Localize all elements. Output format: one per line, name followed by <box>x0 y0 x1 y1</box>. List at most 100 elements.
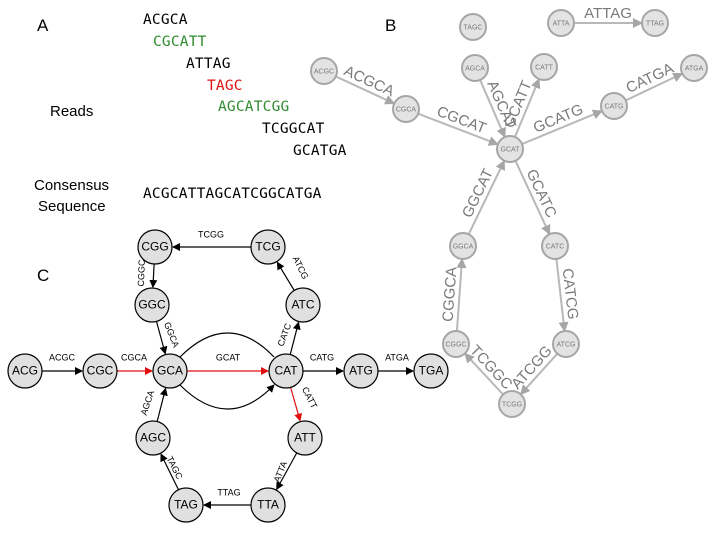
graph-c-edge-upper-arc <box>179 332 275 358</box>
graph-b-edge-gcatg <box>521 109 603 145</box>
graph-b-node-label: ACGC <box>314 68 334 75</box>
graph-b-node-catg <box>600 92 628 120</box>
graph-c-edge-cggc <box>149 263 158 289</box>
graph-c-node-agc <box>135 420 171 456</box>
graph-b-node-label: CATG <box>605 103 624 110</box>
graph-b-node-label: ATTA <box>553 20 570 27</box>
graph-b-node-atcg <box>552 330 580 358</box>
graph-b-node-catt <box>530 53 558 81</box>
graph-c-node-label: GCA <box>157 364 183 378</box>
graph-b-node-label: GGCA <box>453 243 474 250</box>
graph-c-edge-gca-cat-arc <box>179 384 275 410</box>
graph-b-edge-catga <box>625 72 684 102</box>
read-1: ACGCA <box>143 12 188 28</box>
graph-b-node-label: CATC <box>546 243 565 250</box>
graph-b-node-label: CGCA <box>396 106 417 113</box>
graph-b-node-acgc <box>310 57 338 85</box>
graph-b-node-catc <box>541 232 569 260</box>
graph-c-node-label: ATG <box>349 364 373 378</box>
graph-c-node-label: CGC <box>87 364 114 378</box>
graph-c-node-atg <box>343 353 379 389</box>
panel-label-c: C <box>37 266 50 285</box>
graph-b-edge-label: CATGA <box>623 60 676 97</box>
graph-c-edge-label: CATT <box>300 385 320 410</box>
graph-c-edge-label: CGGC <box>136 259 147 287</box>
graph-b-node-atga <box>680 54 708 82</box>
graph-b-edges: ATTAGACGCACGCATAGCATGCATTGCATGCATGAGGCAT… <box>335 5 684 396</box>
graph-b-node-atta <box>547 9 575 37</box>
graph-b-node-label: GCAT <box>501 146 521 153</box>
graph-b-node-label: ATGA <box>685 65 704 72</box>
graph-b-node-label: TCGG <box>502 401 522 408</box>
read-3: ATTAG <box>186 56 231 72</box>
graph-b-edge-tcggc <box>464 352 504 396</box>
graph-b-edge-label: GCATG <box>531 101 586 137</box>
graph-c-node-label: TTA <box>257 498 279 512</box>
graph-c-node-label: TGA <box>419 364 444 378</box>
consensus-label-line2: Sequence <box>38 198 106 215</box>
graph-b-edge-gcatt <box>514 78 541 138</box>
graph-c-edge-atcg <box>276 261 295 291</box>
read-4: TAGC <box>207 78 243 94</box>
consensus-sequence: ACGCATTAGCATCGGCATGA <box>143 186 322 202</box>
read-2: CGCATT <box>153 34 207 50</box>
graph-c-node-label: ATC <box>291 298 314 312</box>
graph-c-edge-label: AGCA <box>139 389 156 416</box>
graph-b-edge-label: ATCGG <box>508 343 556 393</box>
graph-b-edge-catcg <box>555 258 569 333</box>
graph-b-node-label: AGCA <box>465 65 485 72</box>
reads-label: Reads <box>50 103 94 120</box>
graph-b-edge-gcatc <box>514 160 551 236</box>
graph-c-node-att <box>287 420 323 456</box>
graph-c-node-label: AGC <box>140 431 166 445</box>
graph-b-edge-atcgg <box>520 352 559 396</box>
graph-b-edge-cgcat <box>417 112 499 146</box>
graph-c-node-acg <box>7 353 43 389</box>
graph-b-node-gcat <box>496 135 524 163</box>
graph-b-edge-label: TCGGC <box>466 342 515 393</box>
graph-c-edge-label: ACGC <box>49 352 76 362</box>
read-5: AGCATCGG <box>218 99 290 115</box>
graph-c-edge-agca <box>156 387 168 422</box>
graph-c-node-tga <box>413 353 449 389</box>
panel-label-a: A <box>37 16 49 35</box>
graph-b-edge-label: ATTAG <box>584 5 632 22</box>
graph-c-edge-tagc <box>160 453 180 491</box>
graph-c-edge-atta <box>276 452 298 491</box>
graph-c-node-cat <box>268 353 304 389</box>
graph-b-edge-cggca <box>455 257 467 332</box>
graph-b-edge-label: GCATC <box>523 167 560 221</box>
graph-c-edge-catt <box>290 387 303 422</box>
graph-c-node-tcg <box>250 229 286 265</box>
graph-b-edge-label: ACGCA <box>341 62 397 100</box>
graph-c-node-label: TAG <box>174 498 198 512</box>
graph-c-edge-label: GCAT <box>216 352 241 362</box>
graph-b-node-ggca <box>449 232 477 260</box>
graph-c-node-label: GGC <box>138 298 166 312</box>
graph-b-edge-label: CGGCA <box>440 266 461 322</box>
graph-c-node-atc <box>285 287 321 323</box>
graph-b-edge-agcat <box>479 79 506 138</box>
graph-c-edge-label: GGCA <box>162 321 181 349</box>
graph-b-node-cgca <box>392 95 420 123</box>
graph-b-node-label: TAGC <box>464 24 483 31</box>
graph-b-edge-label: GGCAT <box>459 166 497 220</box>
graph-c-node-label: TCG <box>255 240 280 254</box>
graph-c-node-gca <box>152 353 188 389</box>
graph-c-edge-label: ATCG <box>291 255 311 281</box>
graph-b-edge-label: CGCAT <box>434 103 488 137</box>
graph-c-edge-ggca <box>155 321 168 355</box>
graph-b-node-ttag <box>641 9 669 37</box>
read-6: TCGGCAT <box>262 121 325 137</box>
consensus-label-line1: Consensus <box>34 177 110 194</box>
graph-c-node-cgc <box>82 353 118 389</box>
graph-c-node-ggc <box>134 287 170 323</box>
graph-c-node-label: ATT <box>294 431 316 445</box>
graph-c-edge-label: CGCA <box>121 352 147 362</box>
graph-b-edge-acgca <box>335 75 396 105</box>
graph-b-node-label: ATCG <box>557 341 576 348</box>
